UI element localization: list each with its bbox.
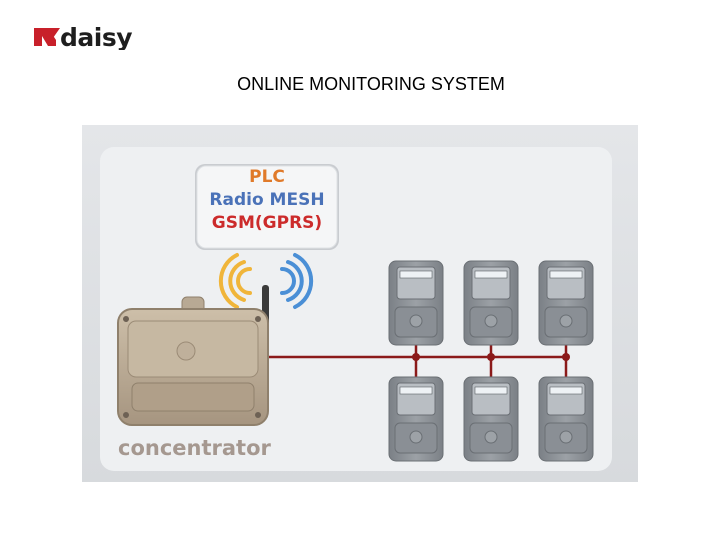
protocol-list: PLC Radio MESH GSM(GPRS) — [196, 166, 338, 235]
meters-group — [388, 260, 594, 462]
wireless-signal-icon — [218, 253, 314, 309]
page-title: ONLINE MONITORING SYSTEM — [237, 74, 505, 94]
meter-1 — [388, 260, 444, 346]
bus-junctions — [412, 353, 570, 361]
meter-2 — [463, 260, 519, 346]
protocol-plc: PLC — [249, 167, 285, 187]
daisy-logo: daisy — [34, 24, 133, 50]
svg-text:daisy: daisy — [60, 24, 132, 50]
protocol-radio-mesh: Radio MESH — [209, 190, 325, 210]
meter-3 — [538, 260, 594, 346]
concentrator-device — [117, 296, 269, 426]
protocol-box — [196, 165, 338, 249]
protocol-gsm: GSM(GPRS) — [211, 213, 323, 233]
concentrator-label: concentrator — [118, 436, 271, 460]
monitoring-diagram — [82, 125, 638, 482]
meter-6 — [538, 376, 594, 462]
meter-5 — [463, 376, 519, 462]
meter-4 — [388, 376, 444, 462]
